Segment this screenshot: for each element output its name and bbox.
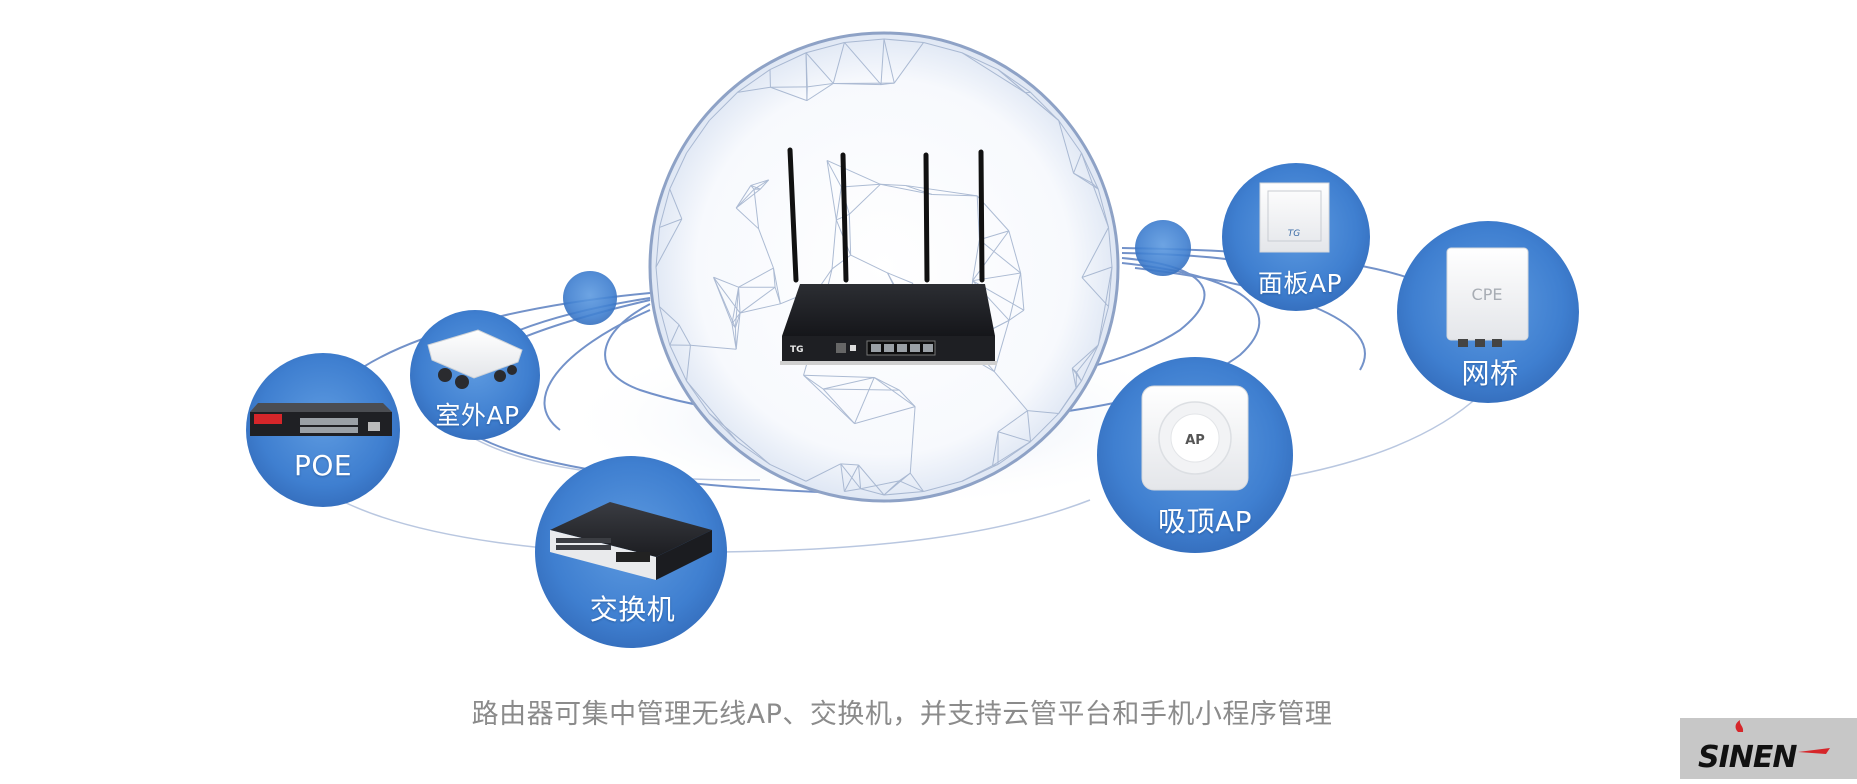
router-sphere — [650, 33, 1118, 501]
cpe-mark: CPE — [1472, 285, 1503, 304]
node-label-switch: 交换机 — [550, 588, 715, 628]
node-poe — [246, 353, 400, 507]
node-label-outdoor-ap: 室外AP — [420, 396, 535, 432]
ceiling-ap-mark: AP — [1185, 433, 1205, 448]
node-label-ceiling-ap: 吸顶AP — [1130, 500, 1280, 540]
brand-logo: SINEN — [1680, 718, 1857, 779]
diagram-caption: 路由器可集中管理无线AP、交换机，并支持云管平台和手机小程序管理 — [0, 692, 1804, 731]
logo-text: SINEN — [1698, 740, 1796, 775]
node-label-poe: POE — [253, 449, 393, 482]
decor-dot-left — [563, 271, 617, 325]
node-label-panel-ap: 面板AP — [1245, 264, 1355, 300]
panel-brand-mark: TG — [1288, 229, 1300, 239]
router-brand-mark: TG — [790, 345, 804, 355]
node-label-bridge: 网桥 — [1430, 352, 1550, 392]
decor-dot-right — [1135, 220, 1191, 276]
